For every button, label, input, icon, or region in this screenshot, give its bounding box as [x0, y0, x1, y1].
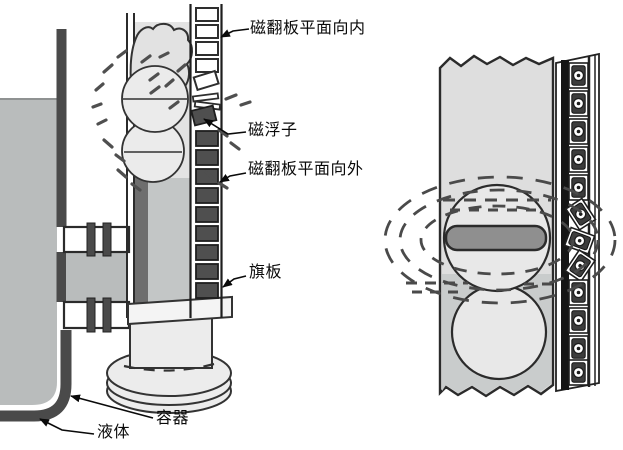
detail-view	[383, 52, 617, 398]
flag-dark	[195, 244, 219, 261]
flag-flipping	[192, 70, 220, 91]
flapper	[568, 279, 589, 306]
flag-white	[195, 41, 219, 56]
base-neck	[129, 315, 213, 369]
gauge-collar	[127, 295, 233, 326]
leader-flap-inward	[220, 28, 250, 38]
flapper	[568, 174, 589, 201]
detail-magnetic-field	[383, 175, 617, 305]
leader-liquid	[39, 418, 95, 435]
tank-liquid-fill	[0, 99, 57, 405]
flag-white	[195, 24, 219, 39]
flapper	[568, 335, 589, 362]
main-view	[0, 4, 252, 422]
flag-white	[195, 7, 219, 22]
label-liquid: 液体	[97, 424, 131, 441]
tank-wall-bottom	[0, 330, 72, 422]
magnetic-field-dashes	[91, 49, 252, 192]
flag-dark	[195, 225, 219, 242]
flapper	[568, 359, 589, 386]
label-magnetic-float: 磁浮子	[248, 122, 298, 139]
base-hidden-edge-dashed	[123, 362, 215, 372]
label-vessel: 容器	[156, 410, 190, 427]
pipe-upper	[62, 225, 131, 254]
leader-flag-plate	[222, 275, 247, 288]
flag-dark	[195, 263, 219, 280]
flag-flipping-dark	[190, 104, 218, 127]
pipe-lower	[62, 300, 131, 330]
label-flag-plate: 旗板	[249, 264, 283, 281]
flag-dark	[195, 130, 219, 147]
flapper	[568, 90, 589, 117]
pipe-upper-flange	[86, 222, 96, 257]
leader-lines	[39, 28, 250, 435]
flapper	[568, 307, 589, 334]
flapper	[568, 118, 589, 145]
leader-vessel	[70, 394, 154, 419]
flapper	[568, 62, 589, 89]
leader-magnetic-float	[203, 118, 247, 135]
flag-edge-on	[191, 92, 220, 103]
flag-dark	[195, 206, 219, 223]
float-magnet-bar	[444, 224, 548, 252]
flag-dark	[195, 149, 219, 166]
pipe-lower-flange	[102, 297, 112, 333]
label-flap-plane-outward: 磁翻板平面向外	[248, 161, 364, 178]
pipe-spacer-block	[66, 252, 127, 302]
flag-dark	[195, 282, 219, 299]
pipe-lower-flange	[86, 297, 96, 333]
flapper	[568, 146, 589, 173]
label-flap-plane-inward: 磁翻板平面向内	[250, 20, 366, 37]
pipe-upper-flange	[102, 222, 112, 257]
leader-flap-outward	[219, 172, 247, 183]
flag-dark	[195, 187, 219, 204]
